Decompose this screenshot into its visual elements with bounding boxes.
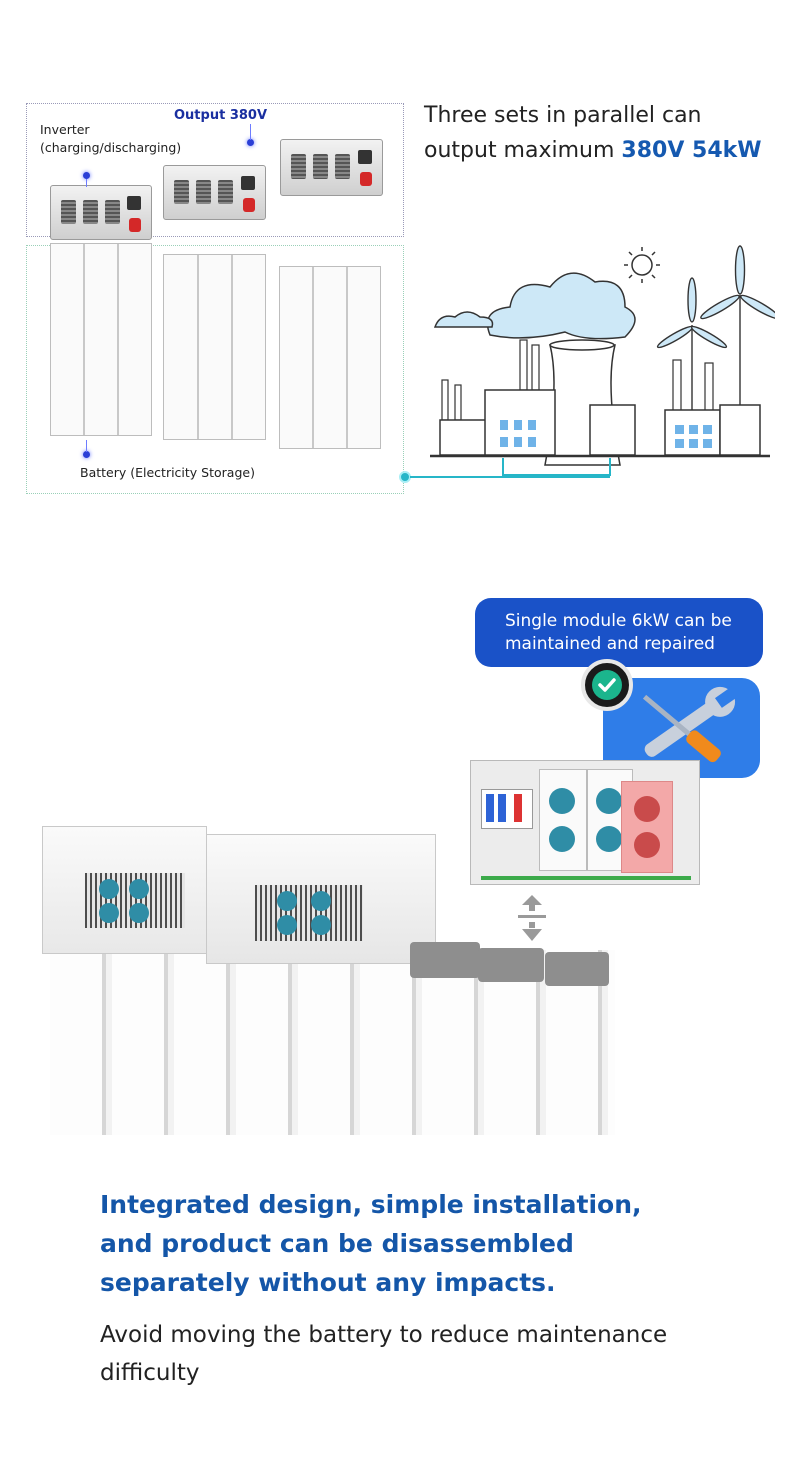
output-label: Output 380V <box>174 108 268 123</box>
wrench-screwdriver-icon <box>642 686 739 763</box>
checkmark-icon <box>598 678 616 692</box>
battery-rack-2 <box>163 254 266 440</box>
inverter-label-line2: (charging/discharging) <box>40 140 182 155</box>
breaker-panel <box>481 789 533 829</box>
battery-top-module-1 <box>410 942 480 978</box>
wind-turbine-icon <box>656 245 775 410</box>
top-headline-line1: Three sets in parallel can <box>424 103 702 128</box>
indicator-line <box>86 179 87 187</box>
check-circle <box>592 670 622 700</box>
top-headline-prefix: output maximum <box>424 138 622 163</box>
bottom-subtext-line1: Avoid moving the battery to reduce maint… <box>100 1322 668 1348</box>
output-indicator-dot <box>247 139 254 146</box>
inverter-unit-2 <box>163 165 266 220</box>
inverter-label: Inverter (charging/discharging) <box>40 121 181 157</box>
output-indicator-line <box>250 124 251 140</box>
callout-bubble: Single module 6kW can be maintained and … <box>475 598 763 667</box>
bottom-headline-line1: Integrated design, simple installation, <box>100 1190 642 1219</box>
check-badge <box>581 659 633 711</box>
inverter-unit-1 <box>50 185 152 240</box>
callout-line2: maintained and repaired <box>505 634 715 654</box>
connector-line <box>410 476 610 478</box>
circuit-board-edge <box>481 876 691 880</box>
battery-top-module-3 <box>545 952 609 986</box>
inverter-group-frame <box>26 103 404 237</box>
top-headline: Three sets in parallel can output maximu… <box>424 98 762 168</box>
battery-group-frame <box>26 245 404 494</box>
battery-indicator-line <box>86 440 87 452</box>
inverter-indicator-dot <box>83 172 90 179</box>
battery-top-module-2 <box>478 948 544 982</box>
bottom-headline: Integrated design, simple installation, … <box>100 1185 700 1302</box>
battery-rack-1 <box>50 243 152 436</box>
bottom-subtext-line2: difficulty <box>100 1360 200 1386</box>
power-module-highlighted <box>621 781 673 873</box>
sun-icon <box>624 247 660 283</box>
battery-label: Battery (Electricity Storage) <box>80 465 255 480</box>
battery-tower-row <box>50 950 615 1135</box>
battery-rack-3 <box>279 266 381 449</box>
top-headline-highlight: 380V 54kW <box>621 138 762 163</box>
bottom-headline-line3: separately without any impacts. <box>100 1268 556 1297</box>
battery-indicator-dot <box>83 451 90 458</box>
factory-icon <box>430 245 775 476</box>
inverter-cabinet-1 <box>42 826 207 954</box>
callout-line1: Single module 6kW can be <box>505 611 732 631</box>
open-inverter-module <box>470 760 700 885</box>
bottom-subtext: Avoid moving the battery to reduce maint… <box>100 1316 720 1392</box>
up-down-arrow-icon <box>518 895 546 941</box>
inverter-unit-3 <box>280 139 383 196</box>
power-module-1 <box>539 769 587 871</box>
bottom-headline-line2: and product can be disassembled <box>100 1229 574 1258</box>
inverter-label-line1: Inverter <box>40 122 90 137</box>
top-headline-line2: output maximum 380V 54kW <box>424 133 762 168</box>
inverter-cabinet-2 <box>206 834 436 964</box>
